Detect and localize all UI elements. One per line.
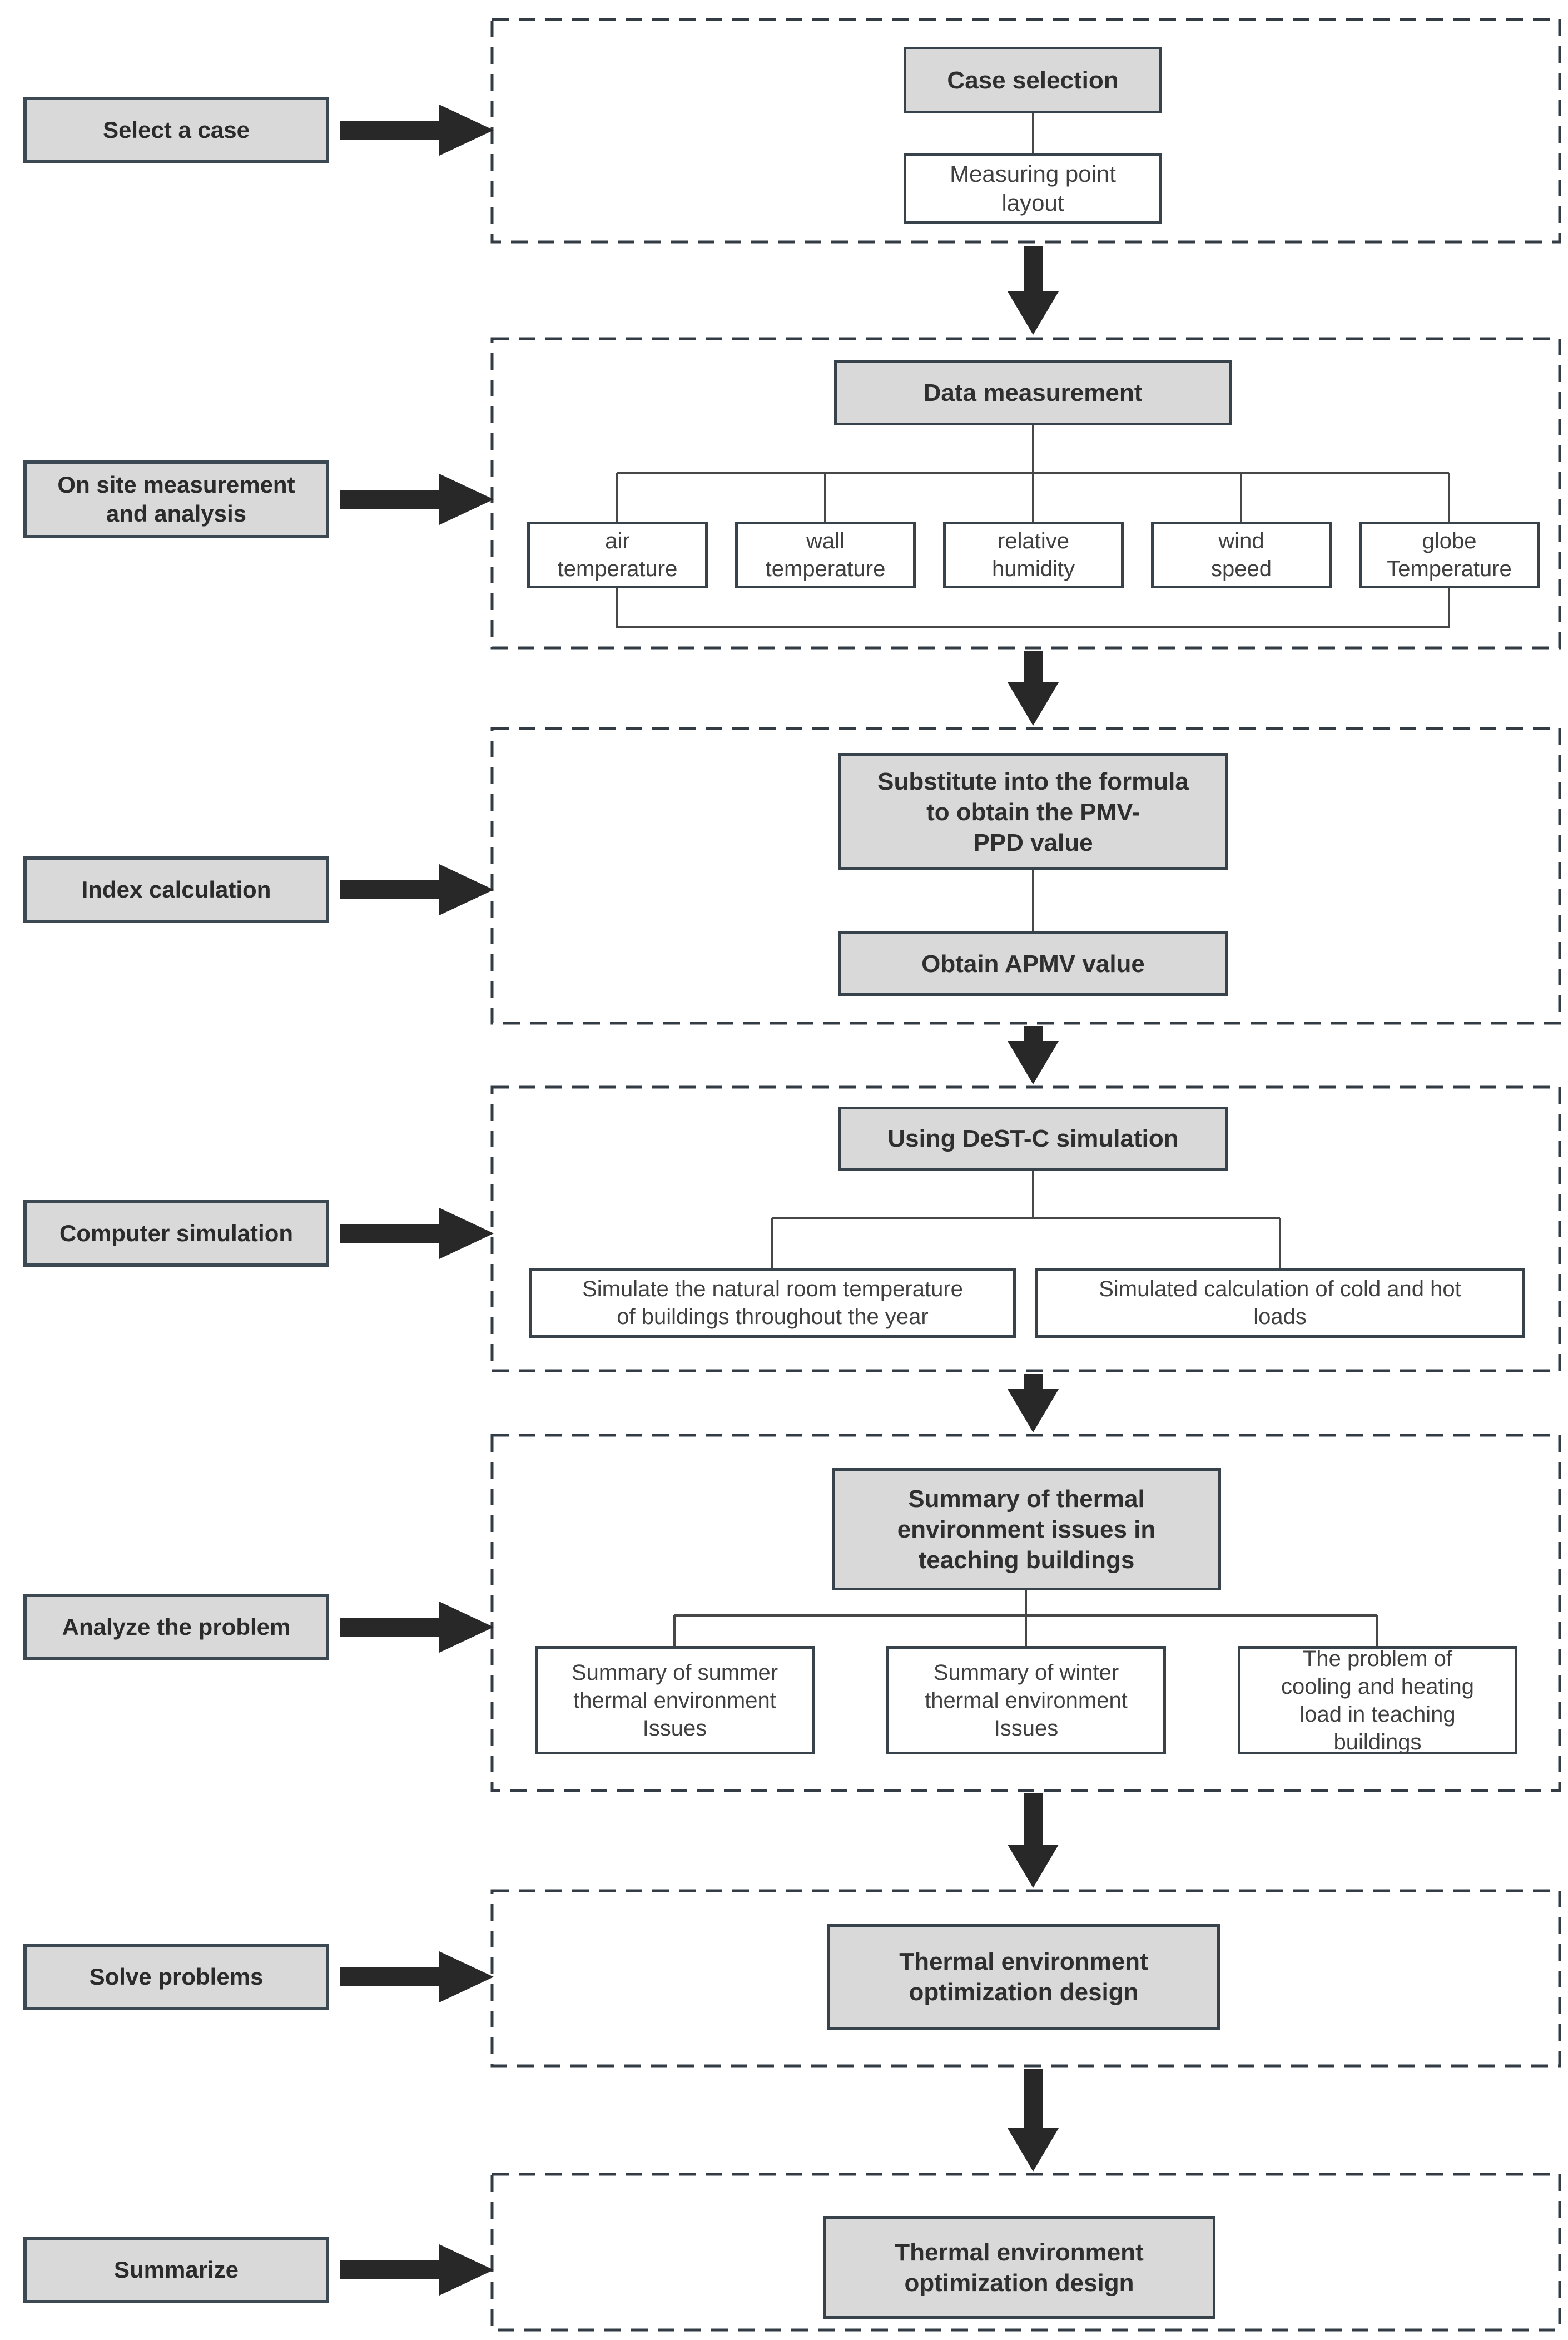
node-winter-issues: Summary of winter thermal environment Is… xyxy=(886,1646,1166,1754)
node-simulated-cold-hot-loads: Simulated calculation of cold and hot lo… xyxy=(1035,1268,1525,1338)
arrow-right-on-site-measurement xyxy=(340,474,494,525)
node-cooling-heating-load-problem: The problem of cooling and heating load … xyxy=(1238,1646,1517,1754)
arrow-down-4 xyxy=(1008,1374,1059,1432)
arrow-down-3 xyxy=(1008,1026,1059,1084)
arrow-right-computer-simulation xyxy=(340,1208,494,1259)
stage-label-select-a-case: Select a case xyxy=(23,97,329,163)
stage-frame-index-calculation xyxy=(490,727,1561,1025)
stage-label-summarize: Summarize xyxy=(23,2237,329,2303)
node-substitute-formula-pmv-ppd: Substitute into the formula to obtain th… xyxy=(838,753,1228,870)
stage-frame-analyze-the-problem xyxy=(490,1434,1561,1792)
arrow-down-6 xyxy=(1008,2069,1059,2172)
node-using-dest-c-simulation: Using DeST-C simulation xyxy=(838,1107,1228,1171)
node-measuring-point-layout: Measuring point layout xyxy=(904,153,1162,224)
node-summer-issues: Summary of summer thermal environment Is… xyxy=(535,1646,815,1754)
node-summary-thermal-issues: Summary of thermal environment issues in… xyxy=(832,1468,1221,1590)
arrow-right-select-a-case xyxy=(340,105,494,156)
stage-frame-summarize xyxy=(490,2173,1561,2332)
arrow-down-5 xyxy=(1008,1793,1059,1888)
arrow-down-2 xyxy=(1008,651,1059,726)
arrow-right-summarize xyxy=(340,2244,494,2296)
node-air-temperature: air temperature xyxy=(527,522,708,588)
stage-label-index-calculation: Index calculation xyxy=(23,856,329,923)
stage-frame-solve-problems xyxy=(490,1889,1561,2068)
stage-frame-computer-simulation xyxy=(490,1085,1561,1372)
node-thermal-optimization-design-summarize: Thermal environment optimization design xyxy=(823,2216,1215,2319)
node-case-selection: Case selection xyxy=(904,47,1162,113)
stage-frame-on-site-measurement xyxy=(490,337,1561,650)
arrow-right-solve-problems xyxy=(340,1951,494,2002)
connector-measure-bus-bottom xyxy=(616,588,1450,628)
node-globe-temperature: globe Temperature xyxy=(1359,522,1540,588)
stage-label-on-site-measurement: On site measurement and analysis xyxy=(23,460,329,538)
stage-label-computer-simulation: Computer simulation xyxy=(23,1200,329,1267)
stage-label-solve-problems: Solve problems xyxy=(23,1944,329,2010)
arrow-right-analyze-the-problem xyxy=(340,1602,494,1653)
stage-label-analyze-the-problem: Analyze the problem xyxy=(23,1594,329,1660)
arrow-down-1 xyxy=(1008,246,1059,335)
node-data-measurement: Data measurement xyxy=(834,360,1232,425)
node-relative-humidity: relative humidity xyxy=(943,522,1124,588)
node-wall-temperature: wall temperature xyxy=(735,522,916,588)
arrow-right-index-calculation xyxy=(340,864,494,915)
node-simulate-room-temperature: Simulate the natural room temperature of… xyxy=(529,1268,1016,1338)
node-wind-speed: wind speed xyxy=(1151,522,1332,588)
node-thermal-optimization-design-solve: Thermal environment optimization design xyxy=(827,1924,1220,2030)
node-obtain-apmv-value: Obtain APMV value xyxy=(838,931,1228,996)
